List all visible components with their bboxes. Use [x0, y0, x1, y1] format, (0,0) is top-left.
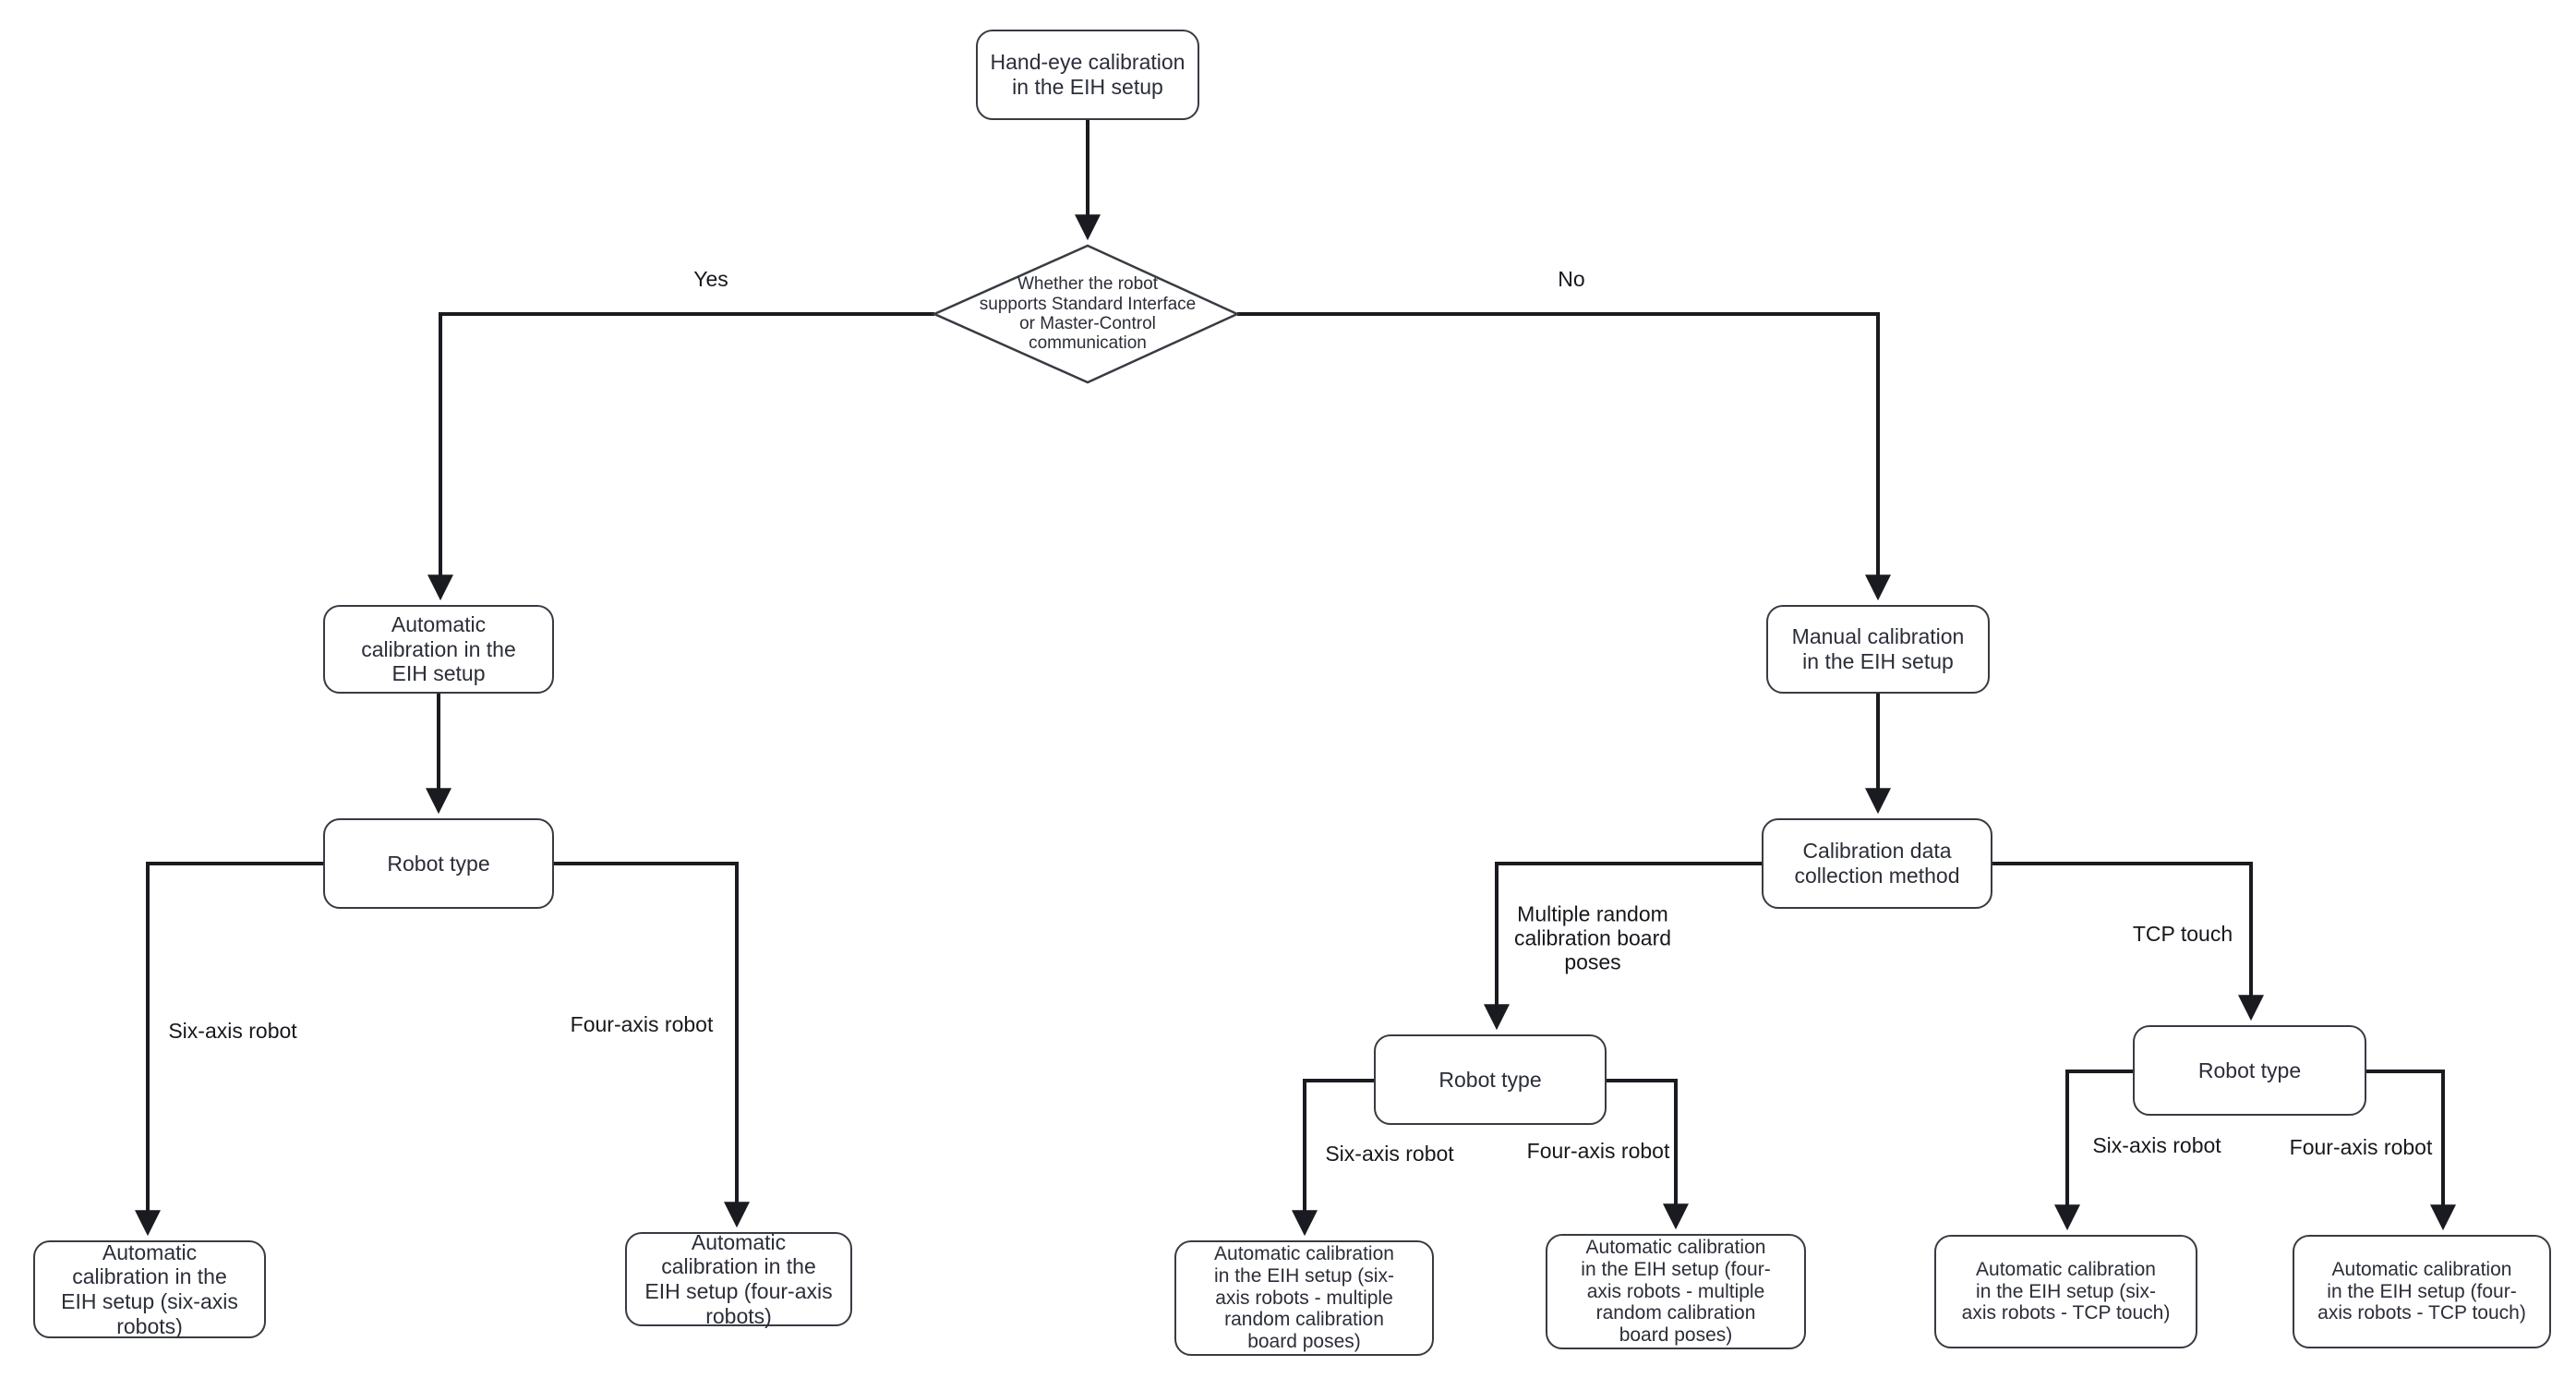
- edge-label-multiple-random: Multiple random calibration board poses: [1513, 901, 1672, 973]
- node-leaf-six-axis-boards: Automatic calibration in the EIH setup (…: [1174, 1240, 1434, 1356]
- node-robot-type-left-label: Robot type: [387, 851, 490, 876]
- edge-label-tcp-touch: TCP touch: [2132, 922, 2233, 947]
- node-automatic-calibration: Automatic calibration in the EIH setup: [323, 605, 554, 694]
- edge-label-four-axis-middle: Four-axis robot: [1526, 1139, 1670, 1164]
- node-root: Hand-eye calibration in the EIH setup: [976, 30, 1199, 120]
- edge-label-six-axis-left: Six-axis robot: [168, 1019, 297, 1044]
- node-decision-label: Whether the robot supports Standard Inte…: [979, 274, 1197, 354]
- edge-robot-type-right-six-axis: [2054, 1070, 2135, 1231]
- edge-calib-method-tcp: [1991, 862, 2264, 1021]
- edge-label-four-axis-left: Four-axis robot: [570, 1012, 714, 1037]
- decision-diamond-shape: [931, 244, 1241, 384]
- edge-label-four-axis-right: Four-axis robot: [2289, 1135, 2433, 1160]
- edge-label-six-axis-middle: Six-axis robot: [1325, 1142, 1454, 1166]
- node-leaf-four-axis-tcp-label: Automatic calibration in the EIH setup (…: [2317, 1258, 2526, 1324]
- edge-calib-method-boards: [1484, 862, 1763, 1031]
- node-leaf-six-axis-boards-label: Automatic calibration in the EIH setup (…: [1214, 1243, 1394, 1353]
- node-leaf-four-axis-label: Automatic calibration in the EIH setup (…: [644, 1229, 833, 1328]
- node-leaf-six-axis-tcp-label: Automatic calibration in the EIH setup (…: [1961, 1258, 2171, 1324]
- node-robot-type-middle-label: Robot type: [1438, 1067, 1542, 1092]
- edge-robot-type-left-six-axis: [135, 862, 325, 1237]
- node-leaf-four-axis-tcp: Automatic calibration in the EIH setup (…: [2293, 1235, 2551, 1348]
- node-leaf-four-axis: Automatic calibration in the EIH setup (…: [625, 1229, 852, 1328]
- edge-label-no: No: [1558, 267, 1585, 292]
- node-manual-calibration-label: Manual calibration in the EIH setup: [1791, 624, 1965, 673]
- edge-robot-type-middle-four-axis: [1605, 1079, 1689, 1230]
- node-leaf-four-axis-boards: Automatic calibration in the EIH setup (…: [1546, 1234, 1806, 1349]
- node-robot-type-left: Robot type: [323, 818, 554, 909]
- node-robot-type-right-label: Robot type: [2197, 1058, 2302, 1082]
- edge-decision-no: [1237, 312, 1891, 601]
- edge-label-yes: Yes: [693, 267, 728, 292]
- edge-label-six-axis-right: Six-axis robot: [2092, 1133, 2221, 1158]
- node-manual-calibration: Manual calibration in the EIH setup: [1766, 605, 1990, 694]
- node-leaf-four-axis-boards-label: Automatic calibration in the EIH setup (…: [1581, 1237, 1771, 1347]
- node-leaf-six-axis: Automatic calibration in the EIH setup (…: [33, 1240, 266, 1338]
- node-leaf-six-axis-label: Automatic calibration in the EIH setup (…: [61, 1239, 238, 1338]
- edge-robot-type-middle-six-axis: [1292, 1079, 1376, 1237]
- node-automatic-calibration-label: Automatic calibration in the EIH setup: [361, 611, 516, 686]
- node-root-label: Hand-eye calibration in the EIH setup: [990, 50, 1186, 99]
- node-robot-type-right: Robot type: [2133, 1025, 2366, 1116]
- edge-robot-type-right-four-axis: [2365, 1070, 2456, 1231]
- node-leaf-six-axis-tcp: Automatic calibration in the EIH setup (…: [1934, 1235, 2197, 1348]
- edge-robot-type-left-four-axis: [553, 862, 750, 1228]
- edge-decision-yes: [427, 312, 934, 601]
- node-calibration-data-method: Calibration data collection method: [1762, 818, 1992, 909]
- node-calibration-data-method-label: Calibration data collection method: [1794, 839, 1960, 888]
- node-robot-type-middle: Robot type: [1374, 1034, 1607, 1125]
